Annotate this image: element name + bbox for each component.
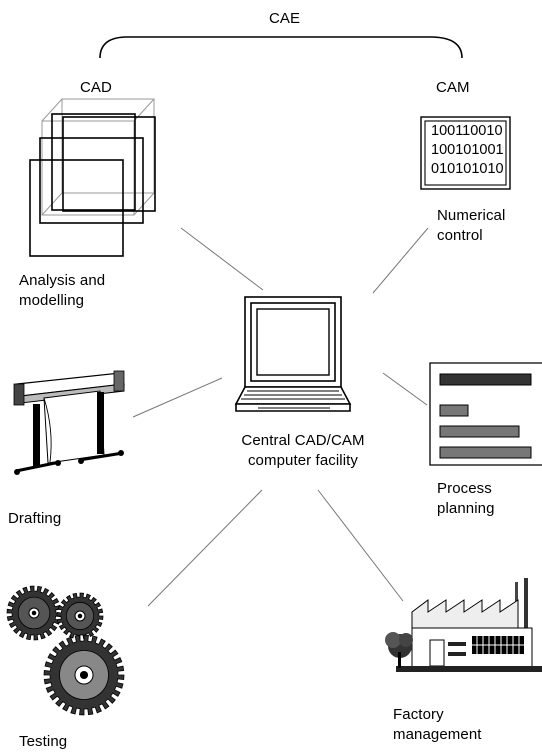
binary-code: 100110010 100101001 010101010 (431, 122, 504, 179)
connector-factory (317, 489, 404, 602)
cam-label: CAM (436, 79, 470, 96)
central-facility-line-1: Central CAD/CAM (241, 432, 365, 449)
numerical-control-icon (420, 116, 511, 190)
factory-management-label: Factory management (393, 705, 482, 745)
connector-numerical-control (372, 227, 429, 294)
binary-line: 100101001 (431, 142, 504, 158)
process-bar (439, 446, 532, 459)
numerical-control-label: Numerical control (437, 206, 505, 246)
connector-analysis (180, 227, 264, 291)
factory-icon (385, 578, 542, 672)
gears-icon (6, 585, 125, 716)
process-bar (439, 425, 520, 438)
process-bar (439, 373, 532, 386)
process-planning-line-2: planning (437, 500, 495, 517)
cad-label: CAD (80, 79, 112, 96)
connector-testing (147, 489, 263, 607)
cae-bracket (99, 36, 463, 59)
plotter-icon (13, 370, 125, 475)
cad-wireframe-icon (29, 98, 156, 257)
process-bars (439, 373, 532, 459)
binary-line: 100110010 (431, 123, 503, 139)
testing-label: Testing (19, 733, 68, 750)
process-planning-line-1: Process (437, 480, 492, 497)
process-bar (439, 404, 469, 417)
gear-center (31, 610, 37, 616)
laptop-icon (234, 296, 352, 412)
central-facility-label: Central CAD/CAM computer facility (240, 431, 366, 471)
central-facility-line-2: computer facility (247, 452, 359, 469)
cae-label: CAE (269, 10, 301, 27)
numerical-control-line-2: control (437, 227, 483, 244)
gear-center (79, 670, 89, 680)
factory-management-line-1: Factory (393, 706, 444, 723)
connector-process-planning (382, 372, 428, 406)
analysis-line-1: Analysis and (19, 272, 106, 289)
process-planning-icon (429, 362, 542, 466)
analysis-line-2: modelling (19, 292, 85, 309)
binary-line: 010101010 (431, 161, 504, 177)
connector-lines (132, 227, 429, 607)
connector-drafting (132, 377, 223, 418)
numerical-control-line-1: Numerical (437, 207, 506, 224)
analysis-label: Analysis and modelling (19, 271, 105, 311)
process-planning-label: Process planning (437, 479, 495, 519)
drafting-label: Drafting (8, 510, 62, 527)
gear-center (77, 613, 83, 619)
factory-management-line-2: management (393, 726, 482, 743)
